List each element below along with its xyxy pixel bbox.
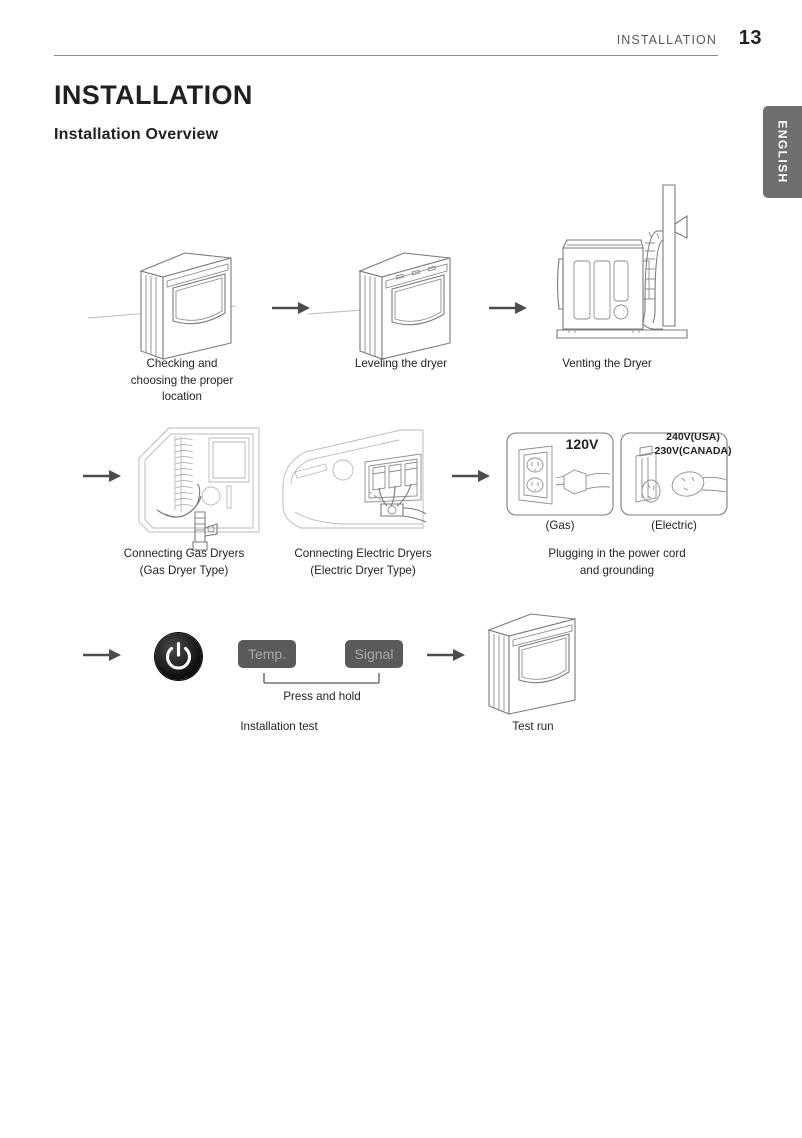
- caption-plugging-in: Plugging in the power cord and grounding: [527, 546, 707, 579]
- caption-line: Installation test: [240, 720, 318, 733]
- dryer-test-run-icon: [487, 613, 576, 715]
- dryer-leveling-icon: [358, 252, 451, 360]
- caption-line: Checking and: [146, 357, 218, 370]
- caption-line: Connecting Gas Dryers: [123, 547, 245, 560]
- header-section-title: INSTALLATION: [616, 33, 717, 47]
- language-tab-label: ENGLISH: [775, 120, 790, 184]
- caption-gas: (Gas): [545, 519, 575, 532]
- power-icon: [166, 641, 191, 670]
- step-arrow-icon: [452, 470, 490, 482]
- signal-button[interactable]: Signal: [345, 640, 403, 668]
- caption-line: location: [162, 390, 202, 403]
- gas-voltage-label: 120V: [565, 436, 599, 452]
- page-title: INSTALLATION: [54, 80, 253, 110]
- caption-leveling: Leveling the dryer: [320, 356, 482, 373]
- caption-installation-test: Installation test: [205, 719, 353, 736]
- caption-venting: Venting the Dryer: [526, 356, 688, 373]
- power-button[interactable]: [155, 633, 202, 680]
- caption-test-run: Test run: [459, 719, 607, 736]
- caption-line: Venting the Dryer: [562, 357, 652, 370]
- electric-voltage-canada-label: 230V(CANADA): [654, 445, 732, 457]
- caption-line: choosing the proper: [130, 373, 234, 387]
- caption-line: Test run: [512, 720, 554, 733]
- caption-electric: (Electric): [651, 519, 697, 532]
- step-arrow-icon: [272, 302, 310, 314]
- caption-line: and grounding: [579, 563, 655, 577]
- caption-line: (Gas Dryer Type): [139, 563, 229, 577]
- caption-connecting-gas: Connecting Gas Dryers (Gas Dryer Type): [101, 546, 267, 579]
- language-tab: ENGLISH: [763, 106, 802, 198]
- header-divider: [54, 55, 718, 56]
- caption-connecting-electric: Connecting Electric Dryers (Electric Dry…: [273, 546, 453, 579]
- press-and-hold-bracket: [263, 673, 380, 684]
- press-and-hold-label: Press and hold: [283, 690, 361, 703]
- dryer-front-icon: [139, 252, 232, 360]
- page-number: 13: [738, 27, 762, 49]
- page-header: INSTALLATION 13: [0, 0, 802, 62]
- temp-button-label: Temp.: [247, 646, 287, 662]
- step-arrow-icon: [427, 649, 465, 661]
- power-outlet-electric-icon: [620, 432, 728, 516]
- section-subtitle: Installation Overview: [54, 126, 219, 143]
- dryer-vent-icon: [556, 184, 688, 339]
- electric-voltage-usa-label: 240V(USA): [666, 431, 720, 443]
- step-arrow-icon: [489, 302, 527, 314]
- step-arrow-icon: [83, 470, 121, 482]
- step-arrow-icon: [83, 649, 121, 661]
- signal-button-label: Signal: [354, 646, 394, 662]
- temp-button[interactable]: Temp.: [238, 640, 296, 668]
- caption-line: (Electric Dryer Type): [310, 563, 416, 577]
- caption-line: Connecting Electric Dryers: [294, 547, 432, 560]
- caption-checking-location: Checking and choosing the proper locatio…: [101, 356, 263, 406]
- caption-line: Plugging in the power cord: [548, 547, 686, 560]
- electric-connection-icon: [282, 429, 427, 529]
- caption-line: Leveling the dryer: [354, 357, 448, 370]
- power-outlet-gas-icon: [506, 432, 614, 516]
- gas-connection-icon: [138, 427, 260, 551]
